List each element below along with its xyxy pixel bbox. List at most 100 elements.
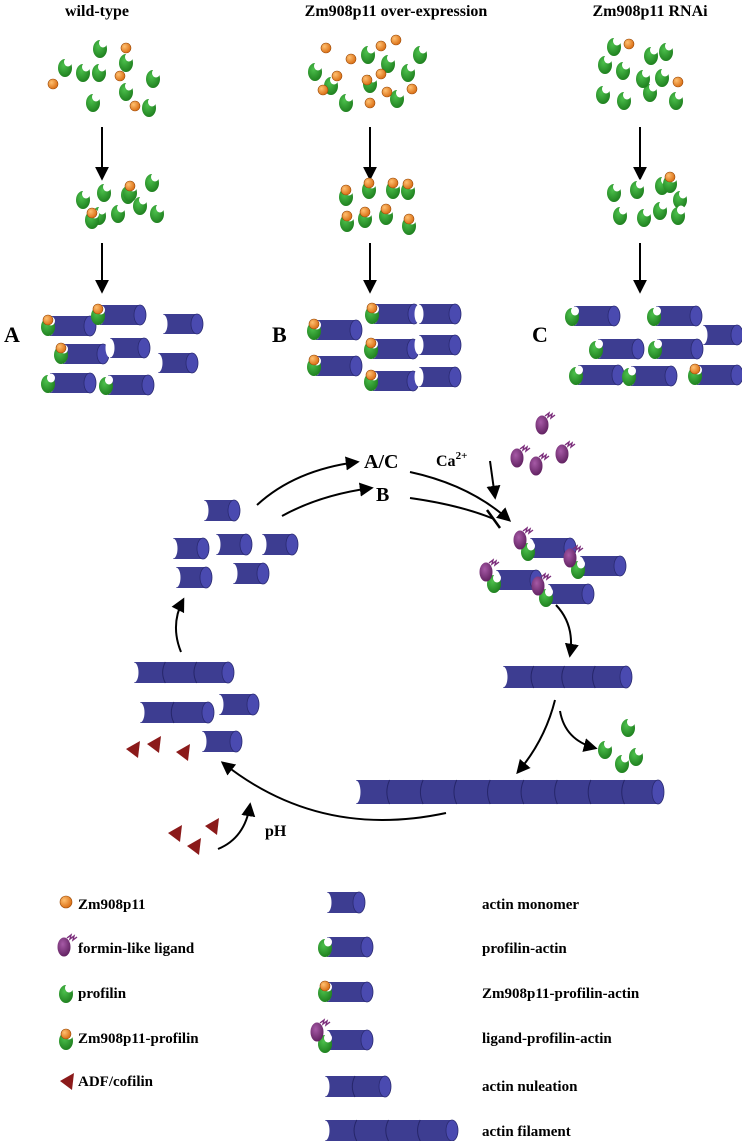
profilin <box>673 189 687 209</box>
profilin <box>92 62 106 82</box>
zm908p11-profilin <box>364 369 378 391</box>
profilin <box>76 189 90 209</box>
actin-monomer <box>199 499 241 522</box>
profilin <box>607 36 621 56</box>
zm-profilin-actin <box>307 354 363 377</box>
formin-ligand <box>555 440 576 464</box>
actin-monomer <box>171 566 213 589</box>
legend-monomer: actin monomer <box>482 897 579 913</box>
actin-filament <box>351 779 665 805</box>
profilin <box>59 983 73 1003</box>
zm908p11-profilin <box>365 302 379 324</box>
zm908p11-profilin <box>386 177 400 199</box>
actin-monomer <box>414 334 462 356</box>
actin-filament <box>320 1119 459 1141</box>
legend-filament: actin filament <box>482 1124 571 1140</box>
profilin <box>308 61 322 81</box>
profilin-actin <box>99 374 155 396</box>
legend-symbol-profilin-actin <box>318 936 374 958</box>
actin-monomer <box>214 693 260 716</box>
profilin <box>521 541 535 561</box>
profilin <box>76 62 90 82</box>
actin-filament <box>320 1075 392 1098</box>
cycle-label-b: B <box>376 484 389 506</box>
legend-symbol-formin <box>57 933 78 957</box>
profilin <box>119 52 133 72</box>
profilin <box>571 559 585 579</box>
profilin <box>93 38 107 58</box>
adf-cofilin <box>187 838 201 855</box>
actin-monomer <box>228 562 270 585</box>
legend-symbol-adf <box>60 1073 74 1090</box>
profilin <box>339 92 353 112</box>
profilin <box>629 746 643 766</box>
profilin <box>637 207 651 227</box>
cluster-over-free <box>308 34 427 112</box>
profilin <box>145 172 159 192</box>
profilin <box>622 366 636 386</box>
zm908p11-profilin <box>379 203 393 225</box>
profilin <box>607 182 621 202</box>
calcium-label: Ca2+ <box>436 450 467 470</box>
profilin <box>133 195 147 215</box>
legend-adf: ADF/cofilin <box>78 1074 154 1090</box>
panel-label-b: B <box>272 322 287 347</box>
cluster-rnai-free <box>596 36 684 110</box>
profilin-actin <box>565 305 621 327</box>
cycle-arrows <box>171 456 598 850</box>
actin-monomer <box>322 891 366 914</box>
cluster-wild-type-bound <box>76 172 164 229</box>
actin-filament <box>129 661 235 684</box>
zm-profilin-actin <box>91 303 147 326</box>
adf-cofilin <box>126 741 140 758</box>
title-rnai: Zm908p11 RNAi <box>592 3 708 20</box>
formin-ligand <box>479 558 500 582</box>
panel-label-a: A <box>4 322 20 347</box>
zm908p11-profilin <box>91 303 105 325</box>
profilin <box>643 82 657 102</box>
profilin <box>413 44 427 64</box>
nucleation-short-filament <box>498 665 633 689</box>
actin-monomer <box>158 313 204 335</box>
released-profilins <box>598 717 643 773</box>
legend-symbol-monomer <box>322 891 366 914</box>
zm908p11-profilin <box>401 178 415 200</box>
zm908p11-profilin <box>663 171 677 193</box>
actin-monomer <box>168 537 210 560</box>
profilin <box>142 97 156 117</box>
profilin <box>99 375 113 395</box>
profilin <box>318 1033 332 1053</box>
panel-label-c: C <box>532 322 548 347</box>
legend-zm908p11: Zm908p11 <box>78 897 146 913</box>
actin-monomer <box>105 337 151 359</box>
panel-actin-complexes <box>41 302 742 396</box>
zm908p11-profilin <box>402 213 416 235</box>
zm-profilin-actin <box>365 302 421 325</box>
actin-monomer <box>698 324 742 346</box>
formin-ligand <box>563 544 584 568</box>
profilin <box>390 88 404 108</box>
cluster-wild-type-free <box>47 38 160 117</box>
cluster-over-bound <box>339 177 416 235</box>
legend-symbol-ligand-profilin-actin <box>310 1018 374 1053</box>
profilin <box>598 54 612 74</box>
ligand-actin <box>310 1018 374 1053</box>
cycle-label-ac: A/C <box>364 451 398 473</box>
legend-profilin-actin: profilin-actin <box>482 941 567 957</box>
zm908p11-profilin <box>364 337 378 359</box>
profilin <box>598 739 612 759</box>
profilin <box>669 90 683 110</box>
adf-cofilin <box>168 825 182 842</box>
profilin <box>146 68 160 88</box>
zm-profilin-actin <box>54 342 110 365</box>
zm-profilin-actin <box>41 314 97 337</box>
actin-dynamics-cycle <box>126 411 665 855</box>
zm908p11-profilin <box>123 180 137 202</box>
zm908p11-profilin <box>85 207 99 229</box>
panel-c <box>565 305 742 387</box>
profilin <box>487 573 501 593</box>
formin-ligand <box>57 933 78 957</box>
adf-cofilin <box>147 736 161 753</box>
profilin <box>636 68 650 88</box>
